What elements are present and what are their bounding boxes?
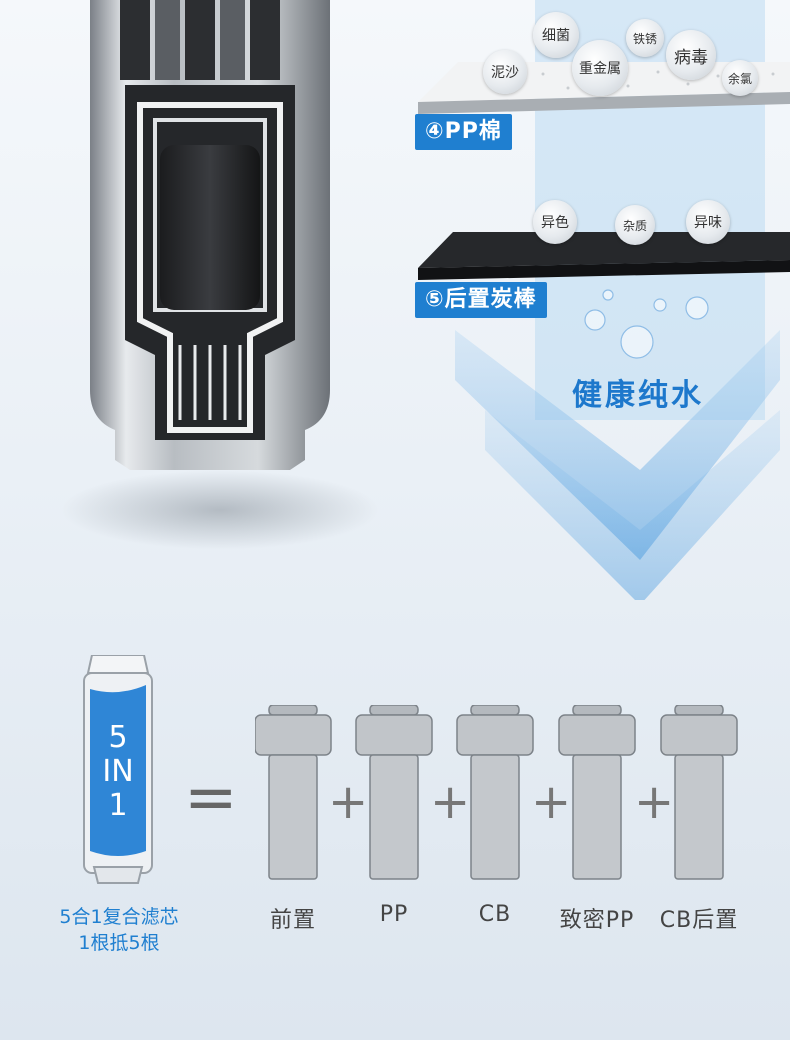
cartridge-icon-pp bbox=[355, 705, 433, 880]
cartridge-row-graphic bbox=[255, 705, 738, 880]
contaminant-bubble: 重金属 bbox=[572, 40, 628, 96]
cartridge-label-cb-post: CB后置 bbox=[659, 908, 739, 933]
cartridge-icon-cb-post bbox=[660, 705, 738, 880]
contaminant-bubble: 细菌 bbox=[533, 12, 579, 58]
layer-tag-pp-cotton: ④PP棉 bbox=[415, 114, 512, 150]
contaminant-bubble: 病毒 bbox=[666, 30, 716, 80]
cartridge-icon-dense-pp bbox=[558, 705, 636, 880]
water-droplets-graphic bbox=[584, 289, 709, 359]
contaminant-bubble: 铁锈 bbox=[626, 19, 664, 57]
result-text: 健康纯水 bbox=[572, 378, 704, 413]
plus-sign: + bbox=[328, 774, 369, 830]
layer-tag-carbon-rod: ⑤后置炭棒 bbox=[415, 282, 547, 318]
contaminant-bubble: 泥沙 bbox=[483, 50, 527, 94]
contaminant-bubble: 杂质 bbox=[615, 205, 655, 245]
plus-sign: + bbox=[531, 774, 572, 830]
filter-shadow bbox=[60, 470, 380, 550]
summary-line-1: 5合1复合滤芯 bbox=[59, 906, 179, 928]
cartridge-icon-front bbox=[255, 705, 332, 880]
carbon-layer bbox=[418, 232, 790, 280]
contaminant-bubble: 异色 bbox=[533, 200, 577, 244]
filter-cross-section-image bbox=[90, 0, 330, 470]
five-in-one-cartridge-icon bbox=[83, 655, 153, 884]
cartridge-label-front: 前置 bbox=[269, 908, 316, 933]
contaminant-bubble: 异味 bbox=[686, 200, 730, 244]
badge-line-3: 1 bbox=[108, 788, 128, 823]
cartridge-icon-cb bbox=[456, 705, 534, 880]
badge-line-2: IN bbox=[102, 754, 134, 789]
cartridge-label-dense-pp: 致密PP bbox=[559, 908, 635, 933]
summary-line-2: 1根抵5根 bbox=[78, 932, 160, 954]
badge-line-1: 5 bbox=[108, 720, 128, 755]
plus-sign: + bbox=[634, 774, 675, 830]
cartridge-label-cb: CB bbox=[478, 902, 512, 927]
cartridge-label-pp: PP bbox=[379, 902, 409, 927]
contaminant-bubble: 余氯 bbox=[722, 60, 758, 96]
equals-sign: = bbox=[184, 761, 238, 835]
plus-sign: + bbox=[430, 774, 471, 830]
